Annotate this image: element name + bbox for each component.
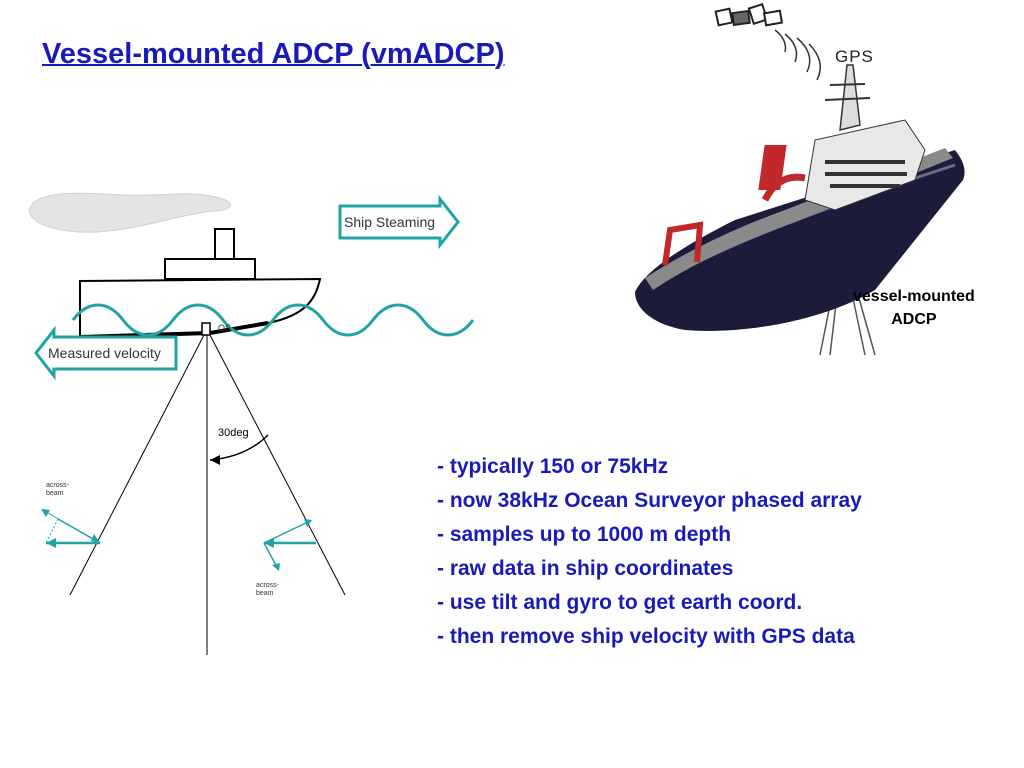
water-surface [71, 303, 475, 337]
left-beam-label-line1: across- [46, 482, 70, 489]
gps-signal-waves [774, 29, 822, 81]
vessel-adcp-caption: vessel-mounted ADCP [853, 285, 975, 331]
right-beam-label-line2: beam [256, 590, 274, 597]
bullet-item: - now 38kHz Ocean Surveyor phased array [437, 489, 862, 512]
right-beam [209, 334, 346, 596]
smoke-cloud [29, 192, 231, 233]
measured-velocity-arrow [34, 325, 178, 381]
angle-arrowhead [210, 455, 220, 465]
right-beam-vectors [263, 519, 316, 571]
bullet-item: - then remove ship velocity with GPS dat… [437, 625, 855, 648]
adcp-beam-diagram: OS 30deg Ship Steaming Measured velocity… [29, 192, 475, 655]
caption-line2: ADCP [891, 311, 937, 328]
left-beam-label-line2: beam [46, 490, 64, 497]
angle-label: 30deg [218, 427, 249, 439]
gps-label: GPS [835, 47, 874, 66]
right-beam-label-line1: across- [256, 582, 280, 589]
caption-line1: vessel-mounted [853, 288, 975, 305]
slide-title: Vessel-mounted ADCP (vmADCP) [42, 38, 505, 70]
red-crane [761, 173, 806, 202]
bullet-item: - typically 150 or 75kHz [437, 455, 669, 478]
bullet-list: - typically 150 or 75kHz - now 38kHz Oce… [437, 450, 862, 654]
ship-steaming-arrow [338, 194, 460, 250]
gps-satellite-icon [714, 2, 784, 27]
left-beam [69, 334, 205, 596]
research-vessel-illustration [635, 2, 965, 356]
ship-hull-dark [635, 150, 965, 331]
bullet-item: - raw data in ship coordinates [437, 557, 734, 580]
bullet-item: - samples up to 1000 m depth [437, 523, 732, 546]
bullet-item: - use tilt and gyro to get earth coord. [437, 591, 803, 614]
ship-funnel [214, 228, 235, 260]
left-beam-vectors [41, 509, 101, 548]
stern-a-frame [662, 221, 704, 266]
measured-velocity-label: Measured velocity [48, 345, 161, 361]
ship-deckhouse [164, 258, 256, 280]
adcp-transducer [201, 322, 211, 336]
red-funnel [758, 145, 787, 190]
windows [825, 160, 907, 188]
ship-mast [839, 64, 861, 131]
ship-steaming-label: Ship Steaming [344, 214, 435, 230]
os-label: OS [218, 323, 231, 333]
